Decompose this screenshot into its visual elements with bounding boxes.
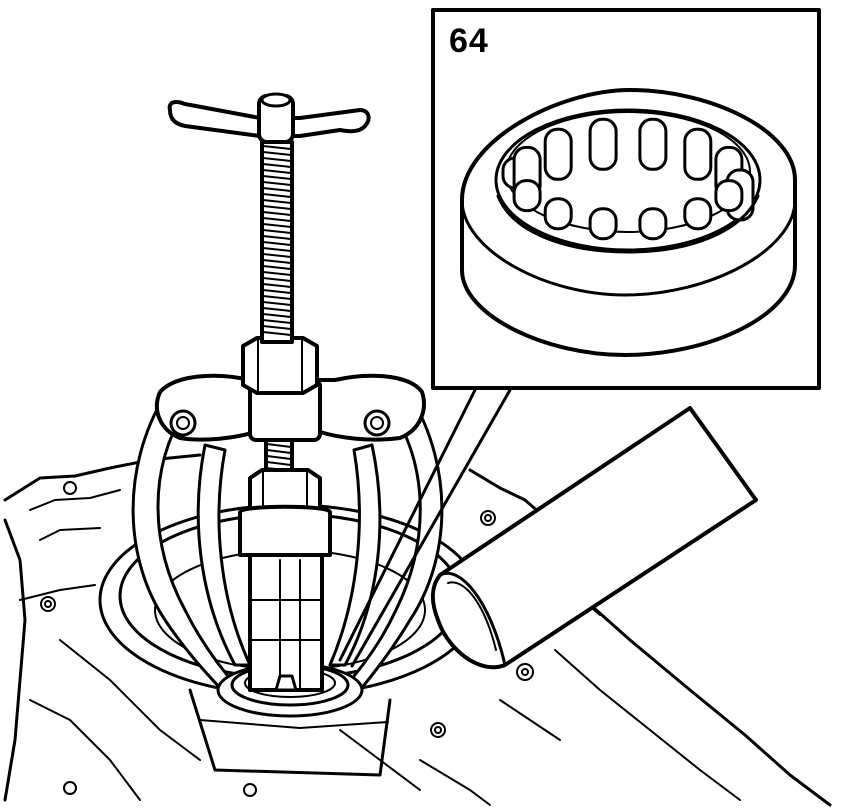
thread-line xyxy=(266,443,292,448)
thread-line xyxy=(262,175,292,180)
bearing-roller xyxy=(638,117,668,171)
thread-line xyxy=(262,307,292,312)
bearing-roller xyxy=(683,197,713,231)
thread-line xyxy=(262,301,292,306)
thread-line xyxy=(262,181,292,186)
threaded-spindle xyxy=(260,140,294,344)
thread-line xyxy=(266,449,292,454)
thread-line xyxy=(262,295,292,300)
bearing-roller xyxy=(543,197,573,231)
thread-line xyxy=(262,253,292,258)
thread-line xyxy=(262,217,292,222)
thread-line xyxy=(262,205,292,210)
thread-line xyxy=(262,145,292,150)
puller-adapter-sleeve xyxy=(238,504,332,692)
thread-line xyxy=(262,223,292,228)
callout-leader-lines xyxy=(338,388,512,668)
thread-line xyxy=(262,319,292,324)
thread-line xyxy=(262,211,292,216)
thread-line xyxy=(262,259,292,264)
thread-line xyxy=(262,325,292,330)
bearing-roller xyxy=(683,127,713,181)
thread-line xyxy=(262,235,292,240)
puller-legs xyxy=(131,393,444,692)
thread-line xyxy=(262,313,292,318)
thread-line xyxy=(262,271,292,276)
thread-line xyxy=(262,169,292,174)
thread-line xyxy=(262,265,292,270)
thread-line xyxy=(262,157,292,162)
bearing-roller xyxy=(588,117,618,171)
bearing-roller xyxy=(638,207,668,241)
callout-number-label: 64 xyxy=(449,22,489,60)
thread-line xyxy=(262,283,292,288)
roller-bearing-detail xyxy=(460,88,797,357)
thread-line xyxy=(262,193,292,198)
thread-line xyxy=(262,247,292,252)
bearing-rollers xyxy=(501,117,755,241)
upper-hex-nut xyxy=(241,336,319,395)
thread-line xyxy=(262,163,292,168)
bearing-roller xyxy=(543,127,573,181)
thread-line xyxy=(266,461,292,466)
thread-line xyxy=(262,331,292,336)
thread-line xyxy=(262,151,292,156)
thread-line xyxy=(262,289,292,294)
bearing-roller xyxy=(588,207,618,241)
thread-line xyxy=(262,229,292,234)
t-handle xyxy=(167,92,371,144)
thread-line xyxy=(262,199,292,204)
thread-line xyxy=(262,277,292,282)
bearing-roller xyxy=(512,179,542,213)
bearing-roller xyxy=(714,179,744,213)
driver-tool xyxy=(431,406,758,670)
thread-line xyxy=(262,187,292,192)
thread-line xyxy=(266,455,292,460)
thread-line xyxy=(262,241,292,246)
